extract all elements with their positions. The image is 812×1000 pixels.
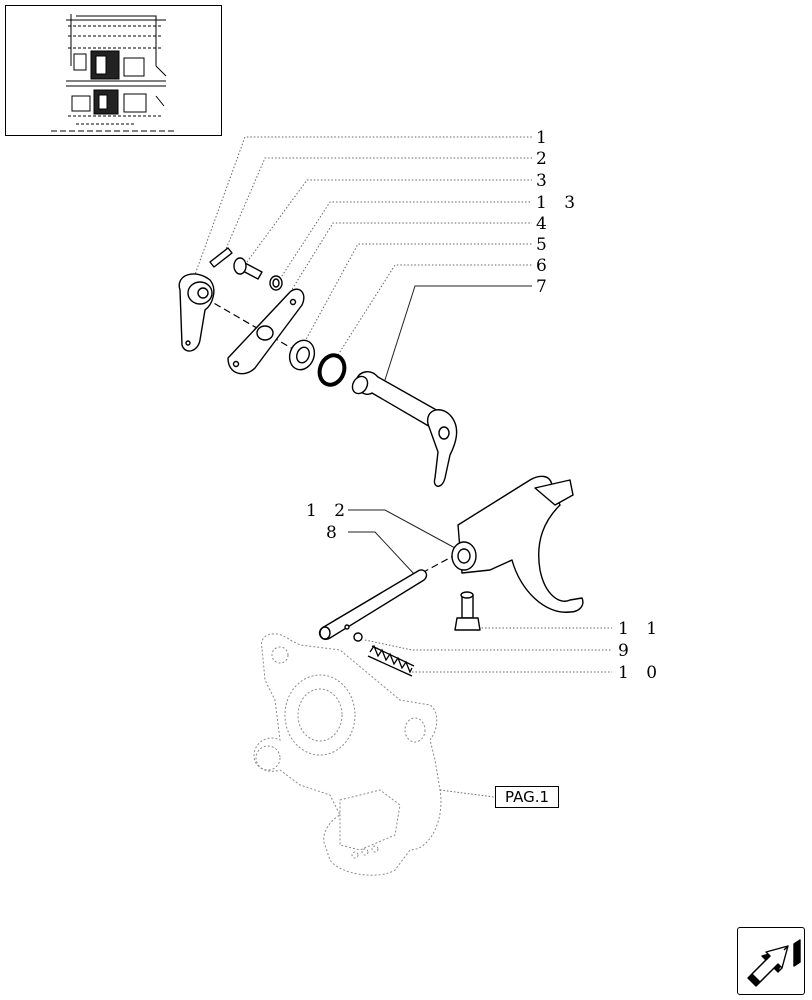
label-10: 1 0 [618, 663, 663, 683]
label-3: 3 [536, 171, 553, 191]
page-reference-link[interactable]: PAG.1 [495, 786, 559, 808]
label-5: 5 [536, 235, 553, 255]
next-page-button[interactable] [737, 927, 805, 995]
overview-thumbnail [5, 5, 222, 136]
label-11: 1 1 [618, 619, 663, 639]
part-7-shaft [351, 371, 458, 487]
label-4: 4 [536, 214, 553, 234]
part-2-pin [209, 247, 233, 268]
housing-ghost [253, 633, 442, 876]
label-13: 1 3 [536, 193, 581, 213]
label-9: 9 [618, 641, 635, 661]
label-7: 7 [536, 277, 553, 297]
leader-lines [192, 136, 612, 798]
label-6: 6 [536, 256, 553, 276]
part-4-plate [227, 288, 305, 375]
part-5-ring [288, 339, 316, 371]
label-2: 2 [536, 149, 553, 169]
part-1-lever [178, 273, 215, 352]
label-12: 1 2 [306, 501, 351, 521]
part-3-bolt [233, 257, 263, 280]
part-13-washer [269, 275, 283, 291]
part-10-spring [367, 644, 415, 677]
thumbnail-drawing [51, 14, 176, 132]
part-11-bolt [454, 591, 481, 631]
part-6-seal [317, 353, 347, 387]
label-8: 8 [326, 523, 343, 543]
next-page-arrow-icon [747, 939, 801, 987]
part-9-ball [353, 632, 363, 642]
part-12-fork [451, 475, 584, 613]
axis-centerline [204, 297, 301, 354]
part-8-rod [318, 569, 428, 640]
label-1: 1 [536, 128, 553, 148]
